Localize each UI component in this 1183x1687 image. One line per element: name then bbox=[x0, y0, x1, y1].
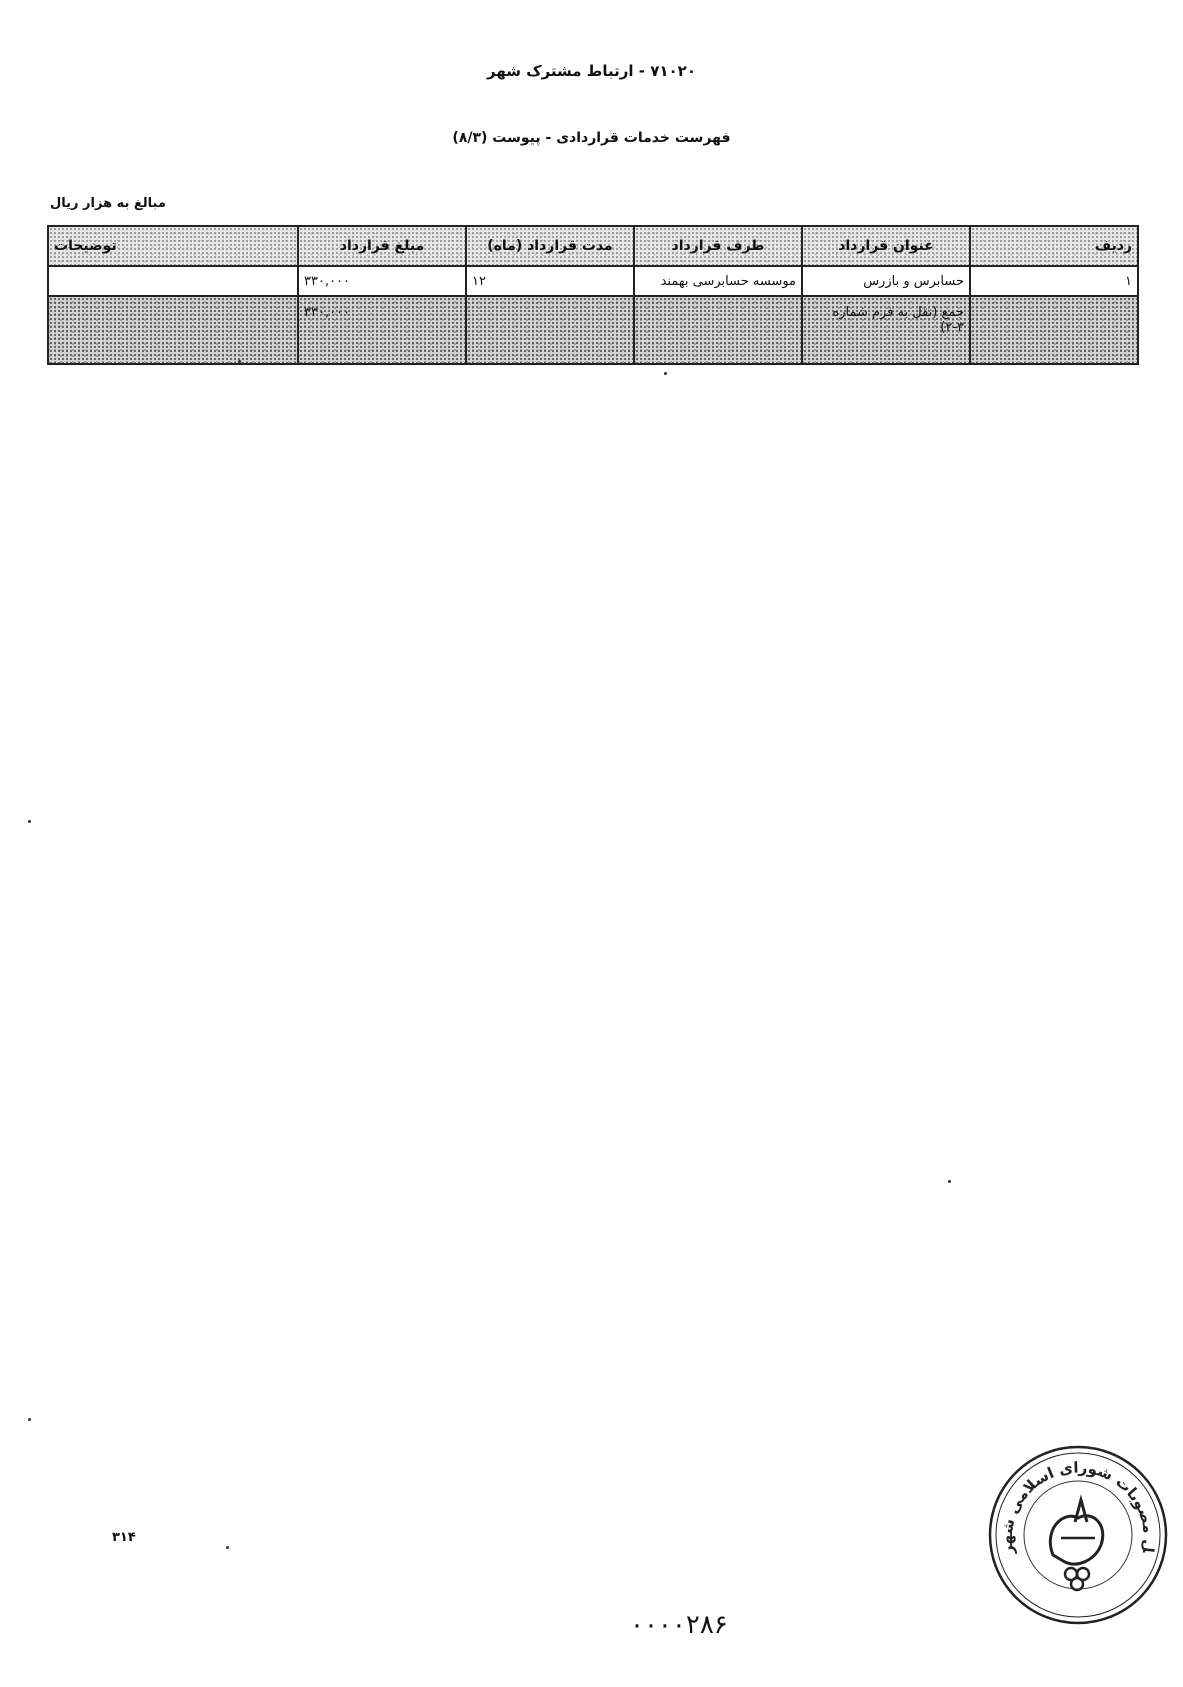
cell-row-number: ۱ bbox=[969, 265, 1139, 297]
cell-total-blank bbox=[969, 295, 1139, 365]
cell-contract-amount: ۳۳۰,۰۰۰ bbox=[297, 265, 467, 297]
table-row: ۱ حسابرس و بازرس موسسه حسابرسی بهمند ۱۲ … bbox=[47, 265, 1139, 297]
cell-total-duration-blank bbox=[465, 295, 635, 365]
scan-speck bbox=[28, 820, 31, 823]
cell-contract-title: حسابرس و بازرس bbox=[801, 265, 971, 297]
scan-speck bbox=[238, 360, 241, 363]
cell-contract-party: موسسه حسابرسی بهمند bbox=[633, 265, 803, 297]
document-list-title: فهرست خدمات قراردادی - پیوست (۸/۳) bbox=[452, 130, 731, 146]
cell-notes bbox=[47, 265, 299, 297]
column-header-contract-duration: مدت قرارداد (ماه) bbox=[465, 225, 635, 267]
currency-unit-note: مبالغ به هزار ریال bbox=[50, 196, 166, 211]
column-header-contract-party: طرف قرارداد bbox=[633, 225, 803, 267]
table-total-row: جمع (نقل به فرم شماره ۳-۲) ۳۳۰,۰۰۰ bbox=[47, 295, 1139, 365]
scan-speck bbox=[948, 1180, 951, 1183]
council-seal-icon: اداره کل مصوبات شورای اسلامی شهر تهران bbox=[983, 1440, 1168, 1625]
scan-speck bbox=[664, 372, 667, 375]
scan-speck bbox=[226, 1546, 229, 1549]
contracts-table: ردیف عنوان قرارداد طرف قرارداد مدت قرارد… bbox=[47, 225, 1139, 365]
column-header-contract-title: عنوان قرارداد bbox=[801, 225, 971, 267]
cell-total-label: جمع (نقل به فرم شماره ۳-۲) bbox=[801, 295, 971, 365]
table-header-row: ردیف عنوان قرارداد طرف قرارداد مدت قرارد… bbox=[47, 225, 1139, 267]
document-code-title: ۷۱۰۲۰ - ارتباط مشترک شهر bbox=[487, 62, 696, 80]
cell-contract-duration: ۱۲ bbox=[465, 265, 635, 297]
column-header-contract-amount: مبلغ قرارداد bbox=[297, 225, 467, 267]
cell-total-party-blank bbox=[633, 295, 803, 365]
page-number: ۳۱۴ bbox=[112, 1530, 136, 1545]
column-header-row-number: ردیف bbox=[969, 225, 1139, 267]
serial-number: ۰۰۰۰۲۸۶ bbox=[630, 1610, 728, 1640]
column-header-notes: توضیحات bbox=[47, 225, 299, 267]
scan-speck bbox=[28, 1418, 31, 1421]
cell-total-notes-blank bbox=[47, 295, 299, 365]
cell-total-amount: ۳۳۰,۰۰۰ bbox=[297, 295, 467, 365]
